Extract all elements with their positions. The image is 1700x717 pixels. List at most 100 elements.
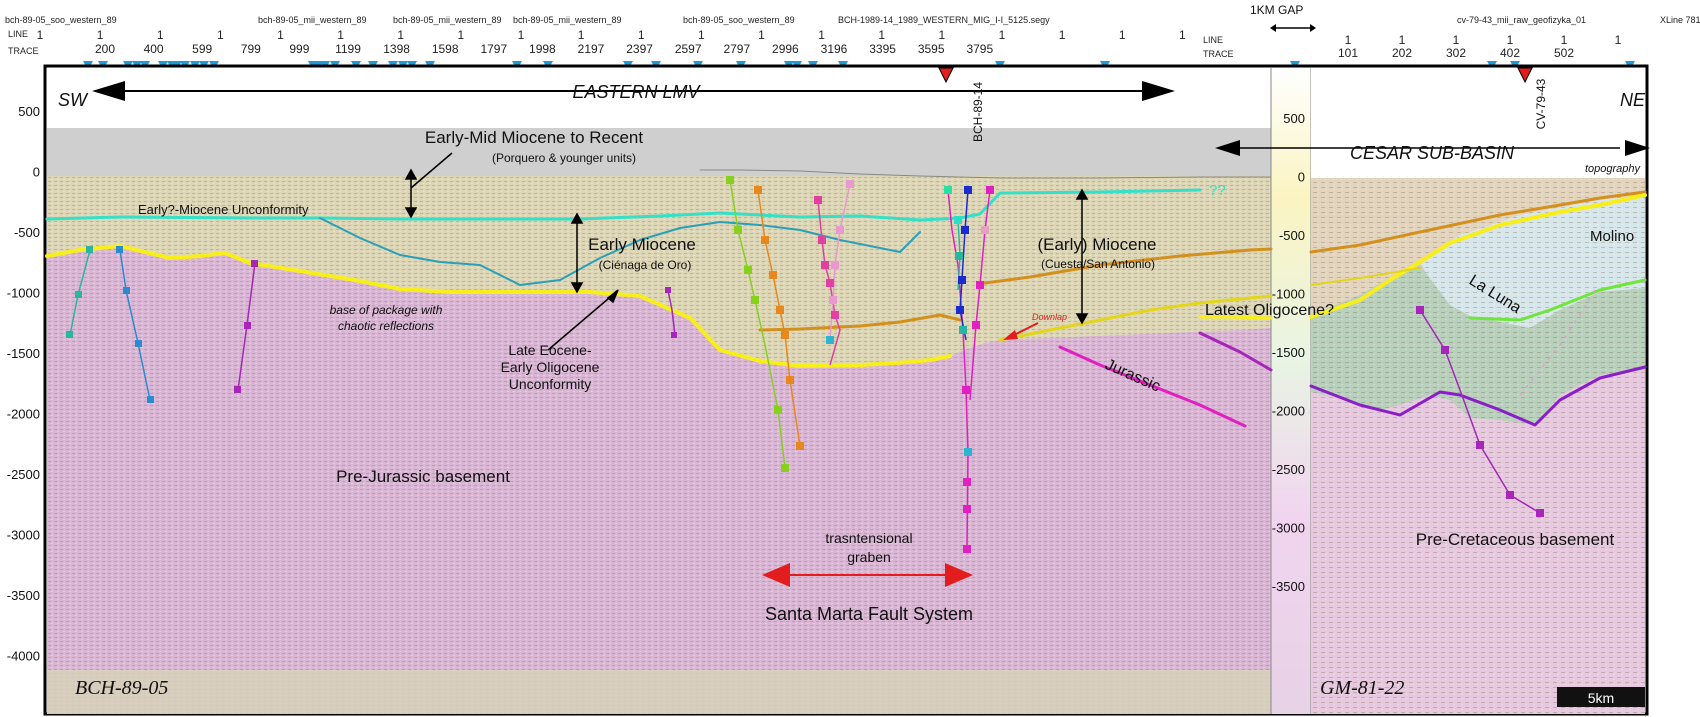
line-number: 1 bbox=[758, 28, 765, 42]
base-chaotic-package bbox=[319, 217, 921, 286]
orange-horizon-left bbox=[758, 313, 962, 332]
orange-horizon-right bbox=[1309, 190, 1647, 254]
late-eocene-label-1: Late Eocene- bbox=[508, 342, 592, 358]
y-tick-left: -500 bbox=[14, 225, 40, 240]
well-bch-label: BCH-89-14 bbox=[971, 82, 985, 142]
purple-horizon-left bbox=[1198, 331, 1273, 372]
scale-bar bbox=[1557, 687, 1645, 707]
trace-number: 3595 bbox=[917, 42, 945, 56]
trace-number: 2996 bbox=[772, 42, 799, 56]
line-number: 1 bbox=[96, 28, 104, 42]
yellow-green-right bbox=[1310, 267, 1421, 286]
latest-oligocene-left bbox=[998, 294, 1273, 342]
line-number: 1 bbox=[637, 28, 645, 42]
line-name: bch-89-05_mii_western_89 bbox=[258, 15, 367, 25]
base-package-label-1: base of package with bbox=[330, 303, 443, 317]
base-package-label-2: chaotic reflections bbox=[338, 319, 434, 333]
line-name: bch-89-05_soo_western_89 bbox=[5, 15, 117, 25]
cuesta-label: (Cuesta/San Antonio) bbox=[1041, 257, 1155, 271]
line-number-right: 1 bbox=[1344, 33, 1352, 47]
y-tick-right: -1000 bbox=[1272, 287, 1305, 302]
line-key-right: LINE bbox=[1203, 35, 1224, 45]
line-number: 1 bbox=[397, 28, 405, 42]
santa-marta-label: Santa Marta Fault System bbox=[765, 604, 973, 624]
trace-key-left: TRACE bbox=[8, 46, 39, 56]
late-eocene-label-3: Unconformity bbox=[509, 376, 591, 392]
line-number: 1 bbox=[577, 28, 585, 42]
arrow-right-head bbox=[1142, 81, 1175, 101]
yellow-horizon-gap-left bbox=[1198, 315, 1273, 320]
trace-number: 1598 bbox=[431, 42, 459, 56]
y-tick-right: 0 bbox=[1298, 170, 1305, 185]
thickness-arrows bbox=[404, 152, 1089, 351]
trace-number: 2197 bbox=[577, 42, 605, 56]
sw-label: SW bbox=[58, 90, 89, 110]
line-number-right: 1 bbox=[1560, 33, 1568, 47]
trace-number: 599 bbox=[192, 42, 213, 56]
topography-label: topography bbox=[1585, 163, 1642, 175]
trace-number: 1797 bbox=[480, 42, 508, 56]
line-number: 1 bbox=[1058, 28, 1066, 42]
line-number: 1 bbox=[217, 28, 224, 42]
y-tick-right: 500 bbox=[1283, 111, 1305, 126]
latest-oligocene-right bbox=[1309, 193, 1647, 319]
graben-label-1: trasntensional bbox=[825, 530, 912, 546]
y-tick-left: 0 bbox=[33, 165, 40, 180]
y-tick-right: -3000 bbox=[1272, 521, 1305, 536]
trace-number-right: 302 bbox=[1445, 46, 1467, 60]
line-label-right: GM-81-22 bbox=[1320, 677, 1404, 699]
early-miocene-label: Early Miocene bbox=[588, 235, 696, 254]
line-name: bch-89-05_soo_western_89 bbox=[683, 15, 795, 25]
question-marks: ?? bbox=[1209, 182, 1226, 199]
well-cv-label: CV-79-43 bbox=[1534, 78, 1548, 129]
line-name: BCH-1989-14_1989_WESTERN_MIG_I-I_5125.se… bbox=[838, 15, 1050, 25]
line-number-right: 1 bbox=[1614, 33, 1622, 47]
la-luna-top bbox=[1468, 278, 1647, 322]
trace-number: 2797 bbox=[723, 42, 751, 56]
well-bch-89-14-marker bbox=[938, 67, 954, 84]
trace-number: 2397 bbox=[626, 42, 653, 56]
y-tick-right: -2500 bbox=[1272, 462, 1305, 477]
jurassic-top bbox=[1058, 345, 1247, 428]
pre-jurassic-label: Pre-Jurassic basement bbox=[336, 467, 510, 486]
eastern-lmv-label: EASTERN LMV bbox=[572, 82, 701, 102]
trace-key-right: TRACE bbox=[1203, 49, 1234, 59]
late-eocene-unconformity bbox=[45, 244, 952, 368]
y-tick-left: -3000 bbox=[7, 528, 40, 543]
y-tick-left: 500 bbox=[18, 104, 40, 119]
pre-cretaceous-label: Pre-Cretaceous basement bbox=[1416, 530, 1615, 549]
y-tick-left: -3500 bbox=[7, 588, 40, 603]
trace-number: 200 bbox=[94, 42, 116, 56]
line-name: XLine 781 bbox=[1660, 15, 1700, 25]
y-tick-left: -2000 bbox=[7, 407, 40, 422]
trace-number: 1998 bbox=[529, 42, 556, 56]
y-tick-left: -2500 bbox=[7, 467, 40, 482]
y-axis-left: 5000-500-1000-1500-2000-2500-3000-3500-4… bbox=[7, 104, 40, 664]
scale-label: 5km bbox=[1588, 690, 1614, 706]
line-number-right: 1 bbox=[1452, 33, 1460, 47]
line-number: 1 bbox=[156, 28, 164, 42]
trace-number: 799 bbox=[240, 42, 261, 56]
cesar-sub-basin-label: CESAR SUB-BASIN bbox=[1350, 143, 1515, 163]
line-number-right: 1 bbox=[1398, 33, 1406, 47]
y-tick-right: -1500 bbox=[1272, 345, 1305, 360]
line-number: 1 bbox=[938, 28, 946, 42]
line-key-left: LINE bbox=[8, 29, 29, 39]
line-number: 1 bbox=[337, 28, 344, 42]
y-tick-right: -2000 bbox=[1272, 404, 1305, 419]
line-number: 1 bbox=[36, 28, 44, 42]
line-number: 1 bbox=[998, 28, 1006, 42]
early-miocene-right-label: (Early) Miocene bbox=[1037, 235, 1156, 254]
gap-strip bbox=[1271, 68, 1311, 714]
gap-arrow bbox=[1268, 20, 1318, 32]
trace-number-right: 502 bbox=[1553, 46, 1575, 60]
line-number: 1 bbox=[277, 28, 284, 42]
air-band bbox=[47, 128, 1271, 176]
trace-number: 400 bbox=[143, 42, 164, 56]
trace-number: 1398 bbox=[383, 42, 410, 56]
line-name: cv-79-43_mii_raw_geofizyka_01 bbox=[1457, 15, 1587, 25]
line-number: 1 bbox=[698, 28, 705, 42]
well-markers bbox=[66, 176, 1544, 553]
